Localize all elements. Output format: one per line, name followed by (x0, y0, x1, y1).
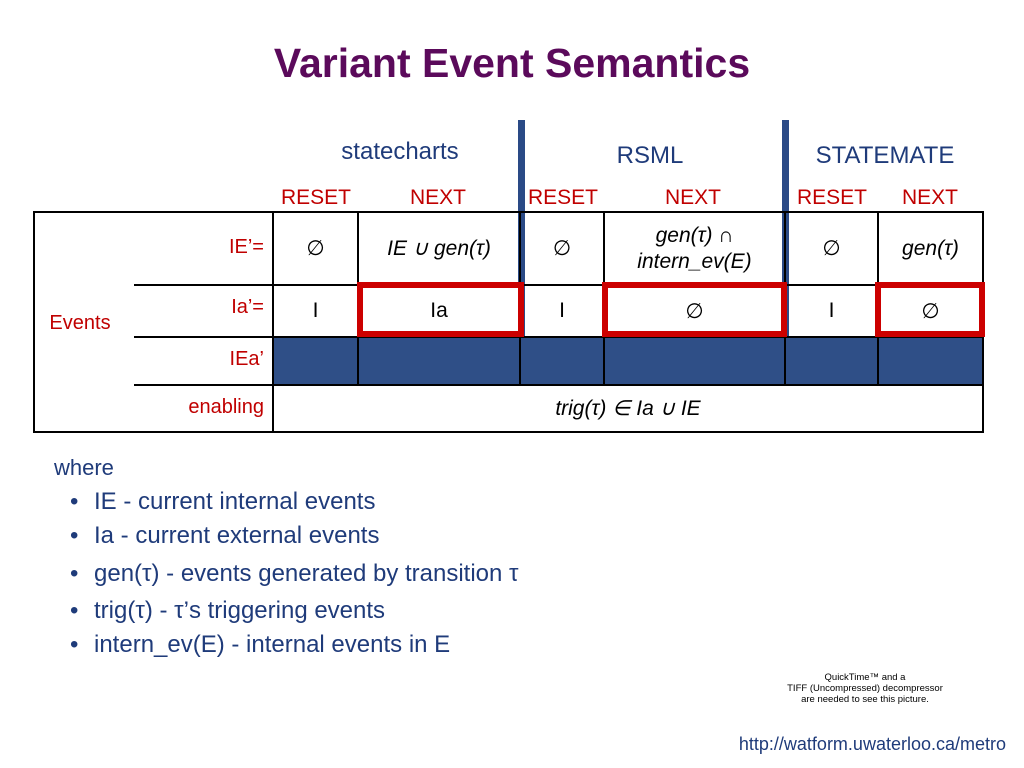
group-rsml: RSML (616, 142, 684, 169)
row-label-enabling: enabling (188, 396, 264, 418)
cell-ie-next-1: IE ∪ gen(τ) (387, 237, 491, 260)
highlight-box-statemate-next (875, 282, 985, 337)
column-divider (272, 211, 274, 433)
cell-iea-fill (879, 338, 982, 384)
subheader-reset-3: RESET (796, 186, 867, 209)
subheader-next-2: NEXT (664, 186, 721, 209)
cell-ia-next-1: Ia (430, 299, 448, 322)
highlight-box-statecharts-next (357, 282, 524, 337)
slide-title: Variant Event Semantics (273, 40, 751, 86)
events-label: Events (49, 312, 111, 334)
cell-iea-fill (605, 338, 784, 384)
group-statemate: STATEMATE (815, 142, 955, 169)
row-label-ie: IE’= (228, 236, 264, 258)
subheader-next-1: NEXT (409, 186, 466, 209)
group-statecharts: statecharts (341, 138, 459, 165)
cell-ia-next-2: ∅ (685, 299, 704, 323)
enabling-condition: trig(τ) ∈ Ia ∪ IE (555, 397, 701, 420)
row-divider (134, 384, 984, 386)
subheader-next-3: NEXT (901, 186, 958, 209)
cell-ie-reset-1: ∅ (306, 237, 325, 260)
cell-iea-fill (359, 338, 519, 384)
cell-ia-reset-3: I (828, 299, 835, 322)
cell-ia-next-3: ∅ (921, 299, 940, 323)
cell-ia-reset-1: I (312, 299, 319, 322)
cell-ie-reset-3: ∅ (822, 237, 841, 260)
cell-ie-next-3: gen(τ) (902, 236, 959, 260)
cell-ie-reset-2: ∅ (552, 237, 572, 260)
cell-iea-fill (521, 338, 603, 384)
cell-ie-next-2: gen(τ) ∩ intern_ev(E) (637, 223, 752, 273)
bullet-item: •trig(τ) - τ’s triggering events (70, 597, 386, 624)
bullet-item: •intern_ev(E) - internal events in E (70, 631, 451, 658)
cell-iea-fill (786, 338, 877, 384)
row-label-iea: IEa’ (229, 348, 264, 370)
subheader-reset-2: RESET (527, 186, 598, 209)
bullet-item: •gen(τ) - events generated by transition… (70, 560, 519, 587)
footer-url[interactable]: http://watform.uwaterloo.ca/metro (738, 734, 1006, 754)
bullet-item: •IE - current internal events (70, 488, 376, 515)
row-divider (134, 336, 984, 338)
row-divider (134, 284, 984, 286)
quicktime-placeholder: QuickTime™ and a TIFF (Uncompressed) dec… (787, 672, 943, 705)
cell-ia-reset-2: I (559, 299, 565, 322)
bullet-item: •Ia - current external events (70, 522, 380, 549)
where-label: where (54, 455, 114, 480)
subheader-reset-1: RESET (280, 186, 351, 209)
cell-iea-fill (274, 338, 357, 384)
highlight-box-rsml-next (602, 282, 787, 337)
group-separator-1 (518, 120, 525, 385)
row-label-ia: Ia’= (231, 296, 264, 318)
